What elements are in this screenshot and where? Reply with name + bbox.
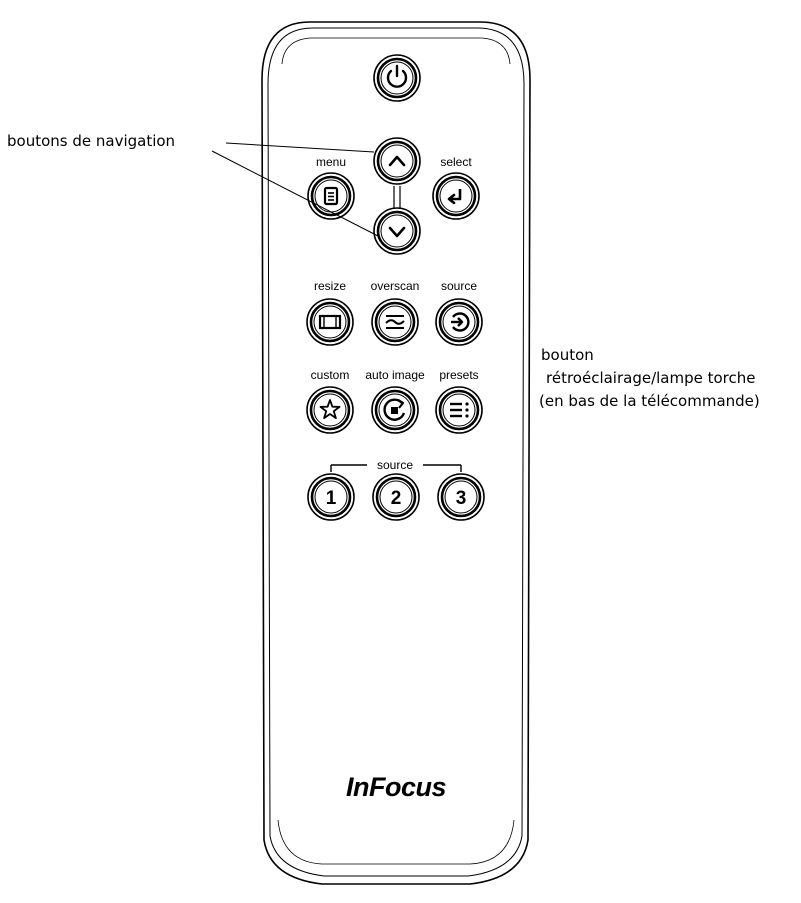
power-icon — [386, 64, 408, 88]
source-3-digit: 3 — [456, 488, 467, 509]
down-button[interactable] — [372, 206, 422, 256]
select-button[interactable] — [431, 171, 481, 221]
source-input-icon — [451, 312, 470, 332]
custom-button[interactable] — [305, 385, 355, 435]
auto-image-button[interactable] — [370, 385, 420, 435]
auto-image-icon — [383, 398, 406, 421]
source-1-button[interactable]: 1 — [306, 472, 356, 522]
navigation-buttons-callout: boutons de navigation — [7, 132, 176, 150]
presets-icon — [450, 402, 469, 418]
menu-button[interactable] — [306, 171, 356, 221]
power-button[interactable] — [372, 53, 422, 103]
nav-connector — [393, 186, 401, 210]
menu-label: menu — [316, 155, 346, 169]
star-icon — [319, 399, 341, 419]
source-group-bracket — [330, 464, 462, 472]
presets-label: presets — [439, 368, 478, 382]
backlight-callout-line2: rétroéclairage/lampe torche — [546, 369, 756, 387]
overscan-button[interactable] — [370, 297, 420, 347]
source-button[interactable] — [434, 297, 484, 347]
enter-icon — [447, 189, 462, 205]
chevron-up-icon — [388, 155, 406, 167]
up-button[interactable] — [372, 136, 422, 186]
resize-button[interactable] — [305, 297, 355, 347]
callout-leader-lines — [211, 142, 379, 237]
select-label: select — [440, 155, 472, 169]
source-group-label: source — [377, 458, 413, 472]
source-1-digit: 1 — [326, 488, 337, 509]
overscan-label: overscan — [371, 279, 420, 293]
custom-label: custom — [311, 368, 350, 382]
source-label: source — [441, 279, 477, 293]
chevron-down-icon — [388, 226, 406, 238]
backlight-callout-line3: (en bas de la télécommande) — [539, 392, 760, 410]
remote-body — [261, 21, 531, 885]
auto-image-label: auto image — [365, 368, 425, 382]
backlight-callout-line1: bouton — [541, 346, 594, 364]
resize-label: resize — [314, 279, 346, 293]
resize-icon — [318, 314, 342, 330]
overscan-icon — [385, 315, 405, 329]
brand-logo: InFocus — [346, 772, 446, 802]
source-2-button[interactable]: 2 — [371, 472, 421, 522]
menu-icon — [323, 186, 339, 206]
source-2-digit: 2 — [391, 488, 402, 509]
presets-button[interactable] — [434, 385, 484, 435]
source-3-button[interactable]: 3 — [436, 472, 486, 522]
